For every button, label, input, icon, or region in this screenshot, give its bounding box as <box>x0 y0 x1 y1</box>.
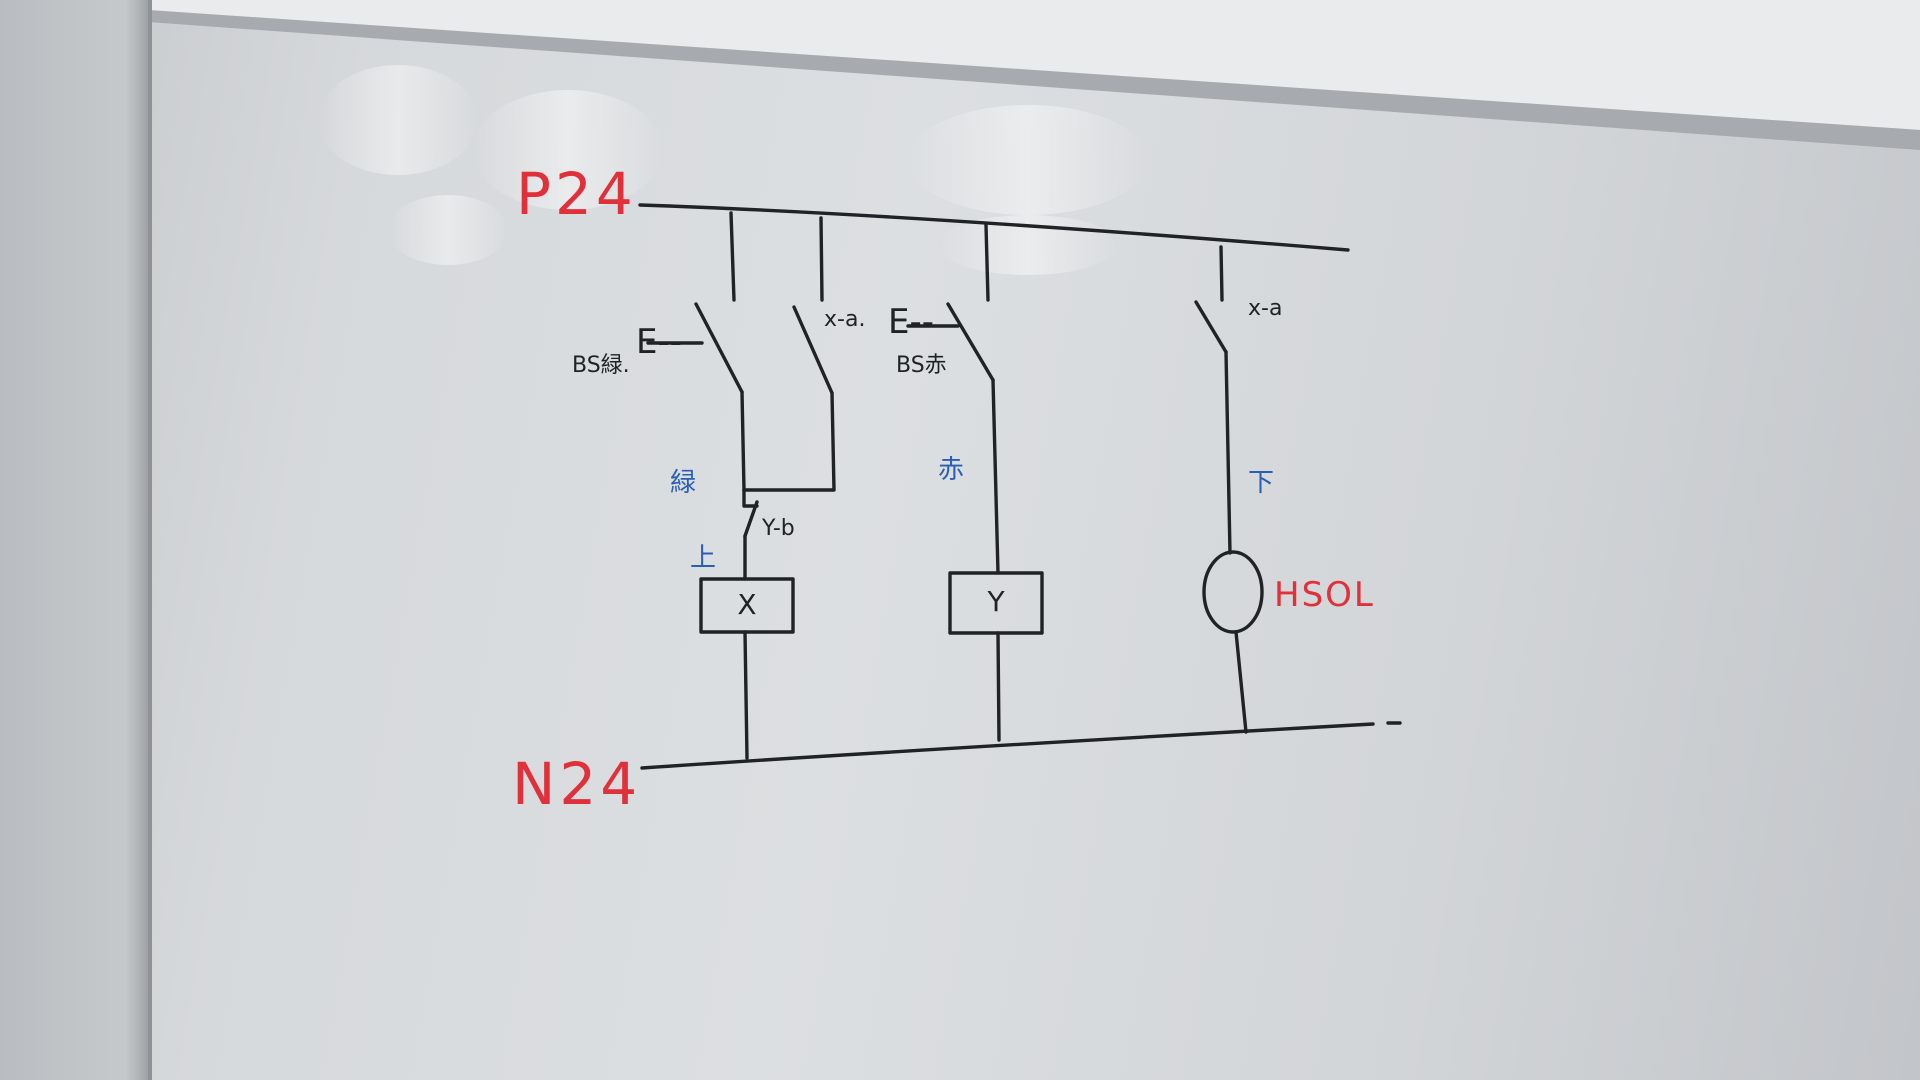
contact-xa-1-label: x-a. <box>824 307 866 332</box>
board-top-frame-shadow <box>148 10 1920 150</box>
wall-left-edge <box>0 0 148 1080</box>
board-top-frame <box>148 0 1920 130</box>
wire-label-green: 緑 <box>670 468 697 498</box>
pushbutton-bs-red-blade <box>946 302 995 382</box>
light-reflection <box>318 65 1148 275</box>
solenoid-hsol-label: HSOL <box>1274 575 1375 615</box>
solenoid-hsol-symbol <box>1202 550 1264 634</box>
selfhold-return-wire <box>742 391 836 492</box>
pushbutton-bs-red-symbol: E-- <box>888 302 935 342</box>
pushbutton-bs-green-label: BS緑. <box>572 353 630 378</box>
pushbutton-bs-green-symbol: E-- <box>636 322 683 362</box>
coil-x-box <box>699 577 795 634</box>
pushbutton-bs-green-blade <box>694 302 744 394</box>
contact-xa-2-label: x-a <box>1248 296 1283 321</box>
rail-p24 <box>638 203 1350 252</box>
rail-n24 <box>640 722 1375 770</box>
wire-label-red: 赤 <box>938 455 965 485</box>
rail-label-n24: N24 <box>512 750 642 818</box>
branch-3-mid-wire <box>1224 350 1232 555</box>
branch-3-top-wire <box>1219 245 1224 302</box>
contact-yb-blade <box>743 500 759 538</box>
branch-2-top-wire <box>984 223 990 302</box>
circuit-diagram <box>148 0 1920 1080</box>
branch-3-bottom-wire <box>1234 630 1248 734</box>
coil-y-box <box>948 571 1044 635</box>
contact-xa-2-blade <box>1194 300 1228 354</box>
coil-x-label: X <box>737 588 757 621</box>
wire-label-down: 下 <box>1248 468 1275 498</box>
coil-y-label: Y <box>987 585 1005 618</box>
pushbutton-bs-red-label: BS赤 <box>896 353 947 378</box>
contact-yb-label: Y-b <box>762 516 795 541</box>
contact-yb-wire-a <box>742 488 759 508</box>
branch-2-bottom-wire <box>996 631 1001 742</box>
branch-2-mid-wire <box>991 378 1000 575</box>
branch-1-bottom-wire <box>743 630 749 760</box>
wire-label-up: 上 <box>690 543 717 573</box>
selfhold-top-wire <box>819 216 824 302</box>
branch-1-mid-wire <box>740 390 746 492</box>
contact-xa-1-blade <box>792 305 834 395</box>
whiteboard: P24 N24 BS緑. BS赤 x-a. x-a Y-b E-- E-- 緑 … <box>148 0 1920 1080</box>
branch-1-top-wire <box>729 211 736 302</box>
rail-label-p24: P24 <box>516 160 637 228</box>
